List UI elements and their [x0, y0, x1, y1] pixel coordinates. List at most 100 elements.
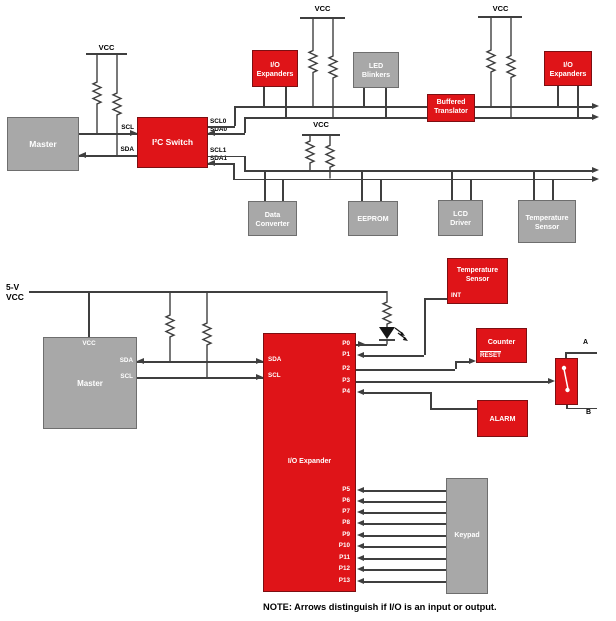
expander-scl-pin: SCL	[268, 372, 281, 379]
pullup-resistor-icon	[307, 17, 319, 106]
pullup-resistor-icon	[505, 16, 517, 117]
arrowhead-left	[137, 358, 144, 365]
scl0-wire-label: SCL0	[210, 117, 227, 125]
wire-segment	[565, 352, 567, 358]
wire-segment	[364, 569, 446, 571]
wire-segment	[137, 361, 263, 363]
vcc-label-bus1: VCC	[313, 120, 329, 129]
reset-pin: RESET	[480, 352, 501, 359]
temperature-sensor-label: Temperature Sensor	[456, 267, 499, 283]
scl-wire-label: SCL	[121, 124, 134, 131]
wire-segment	[364, 490, 446, 492]
wire-segment	[282, 178, 284, 202]
note-text: NOTE: Arrows distinguish if I/O is an in…	[263, 602, 497, 612]
wire-segment	[234, 106, 236, 126]
pin-p9: P9	[342, 531, 350, 538]
wire-segment	[364, 535, 446, 537]
wire-segment	[364, 581, 446, 583]
wire-segment	[300, 17, 345, 19]
wire-segment	[264, 170, 266, 201]
arrowhead-right	[130, 130, 137, 137]
pin-p1: P1	[342, 351, 350, 358]
wire-segment	[552, 178, 554, 201]
wire-segment	[424, 298, 426, 355]
pullup-resistor-icon	[201, 291, 213, 377]
counter-block: Counter RESET	[476, 328, 527, 363]
pin-p11: P11	[339, 554, 350, 561]
pin-p13: P13	[338, 577, 350, 584]
supply-vcc: VCC	[6, 291, 24, 302]
pin-p0: P0	[342, 340, 350, 347]
arrowhead-left	[357, 543, 364, 550]
arrowhead-right	[592, 175, 599, 182]
terminal-a-label: A	[583, 339, 589, 346]
counter-label: Counter	[487, 336, 516, 346]
supply-rail-label: 5-V VCC	[6, 282, 24, 303]
wire-segment	[566, 407, 597, 409]
arrowhead-left	[79, 152, 86, 159]
pin-p8: P8	[342, 519, 350, 526]
pullup-resistor-icon	[111, 53, 123, 155]
pullup-resistor-icon	[91, 53, 103, 133]
switch-symbol-icon	[561, 365, 570, 393]
data-converter-block: Data Converter	[248, 201, 297, 236]
wire-segment	[361, 170, 363, 201]
wire-segment	[86, 53, 127, 55]
wire-segment	[364, 523, 446, 525]
arrowhead-left	[208, 130, 215, 137]
keypad-block: Keypad	[446, 478, 488, 594]
pin-p6: P6	[342, 497, 350, 504]
pin-p12: P12	[338, 565, 350, 572]
pullup-resistor-icon	[304, 134, 316, 170]
wire-segment	[244, 170, 592, 172]
wire-segment	[285, 86, 287, 117]
pullup-resistor-icon	[485, 16, 497, 106]
wire-segment	[364, 512, 446, 514]
master-sda-pin: SDA	[119, 357, 133, 364]
wire-segment	[455, 361, 457, 369]
arrowhead-right	[358, 341, 365, 348]
pin-p10: P10	[338, 542, 350, 549]
vcc-label-master-pullups: VCC	[98, 43, 115, 52]
arrowhead-left	[357, 566, 364, 573]
eeprom-block: EEPROM	[348, 201, 398, 236]
pin-p7: P7	[342, 508, 350, 515]
arrowhead-right	[592, 114, 599, 121]
wire-segment	[451, 170, 453, 200]
pin-p4: P4	[342, 388, 350, 395]
wire-segment	[380, 178, 382, 202]
wire-segment	[233, 163, 235, 179]
temperature-sensor-bottom-block: Temperature Sensor INT	[447, 258, 508, 304]
wire-segment	[244, 117, 592, 119]
wire-segment	[566, 405, 568, 408]
wire-segment	[356, 369, 455, 371]
vcc-label-bus0-right: VCC	[492, 4, 509, 13]
wire-segment	[208, 133, 245, 135]
wire-segment	[263, 86, 265, 106]
pin-p3: P3	[342, 377, 350, 384]
arrowhead-left	[357, 578, 364, 585]
wire-segment	[356, 381, 548, 383]
i2c-switch-block: I²C Switch	[137, 117, 208, 168]
wire-segment	[364, 501, 446, 503]
arrowhead-left	[357, 520, 364, 527]
arrowhead-right	[256, 358, 263, 365]
spdt-switch	[555, 358, 578, 405]
wire-segment	[234, 106, 592, 108]
led-blinkers-block: LED Blinkers	[353, 52, 399, 88]
wire-segment	[470, 178, 472, 201]
scl1-wire-label: SCL1	[210, 147, 227, 154]
arrowhead-left	[357, 487, 364, 494]
wire-segment	[244, 117, 246, 133]
arrowhead-left	[208, 160, 215, 167]
int-pin: INT	[451, 292, 462, 299]
wire-segment	[385, 88, 387, 117]
pin-p2: P2	[342, 365, 350, 372]
led-icon	[379, 291, 408, 345]
wire-segment	[557, 86, 559, 106]
sda-wire-label: SDA	[120, 146, 135, 153]
wire-segment	[533, 170, 535, 200]
pullup-resistor-icon	[164, 291, 176, 361]
master-label: Master	[77, 379, 103, 388]
